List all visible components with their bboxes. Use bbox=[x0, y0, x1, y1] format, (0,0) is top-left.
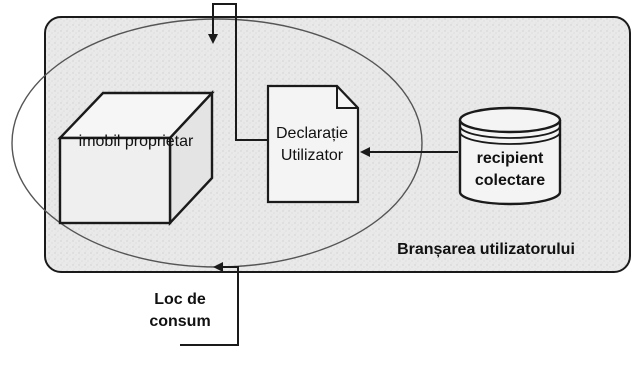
declaration-document-icon bbox=[266, 84, 360, 204]
property-label: imobil proprietar bbox=[79, 133, 194, 150]
declaration-label-line2: Utilizator bbox=[281, 147, 344, 164]
consumption-connector bbox=[180, 262, 239, 346]
container-label-line2: colectare bbox=[475, 172, 545, 189]
container-label-line1: recipient bbox=[477, 150, 544, 167]
collection-container-icon bbox=[458, 106, 562, 206]
region-label: Branșarea utilizatorului bbox=[397, 241, 575, 258]
declaration-label-line1: Declarație bbox=[276, 125, 348, 142]
consumption-label-line2: consum bbox=[149, 313, 210, 330]
document-fold bbox=[336, 86, 358, 109]
declaration-feedback-connector bbox=[208, 3, 268, 141]
consumption-label-line1: Loc de bbox=[154, 291, 206, 308]
property-cube-icon bbox=[57, 89, 215, 227]
